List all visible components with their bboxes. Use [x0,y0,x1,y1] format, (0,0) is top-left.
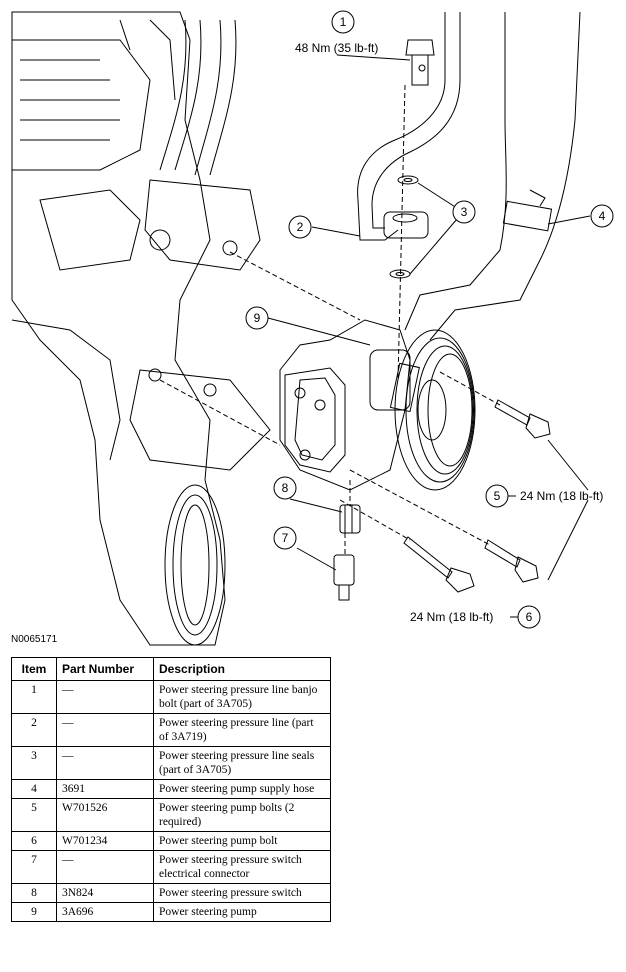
cell-part-number: 3A696 [56,902,154,922]
cell-item: 1 [11,680,57,714]
cell-description: Power steering pressure switch [153,883,331,903]
table-row: 8 3N824 Power steering pressure switch [11,883,331,903]
callout-number: 2 [297,220,304,234]
cell-item: 6 [11,831,57,851]
table-row: 6 W701234 Power steering pump bolt [11,831,331,851]
callout-8: 8 [273,476,297,500]
cell-description: Power steering pressure line seals (part… [153,746,331,780]
table-row: 1 — Power steering pressure line banjo b… [11,680,331,714]
torque-label: 24 Nm (18 lb-ft) [520,489,603,503]
table-row: 7 — Power steering pressure switch elect… [11,850,331,884]
header-part-number: Part Number [56,657,154,681]
mounting-bracket [129,179,271,471]
cell-item: 3 [11,746,57,780]
exploded-view-drawing: 1 48 Nm (35 lb-ft) 2 3 4 5 24 Nm (18 lb-… [11,10,614,646]
cell-part-number: — [56,746,154,780]
switch-connector [333,533,355,601]
callout-number: 8 [282,481,289,495]
callout-number: 6 [526,610,533,624]
cell-part-number: — [56,850,154,884]
callout-1: 1 48 Nm (35 lb-ft) [295,10,378,55]
cell-description: Power steering pump bolt [153,831,331,851]
callout-4: 4 [590,204,614,228]
cell-item: 4 [11,779,57,799]
header-item: Item [11,657,57,681]
cell-item: 8 [11,883,57,903]
cell-part-number: — [56,713,154,747]
callout-9: 9 [245,306,269,330]
table-row: 5 W701526 Power steering pump bolts (2 r… [11,798,331,832]
crank-pulley [164,484,226,646]
table-row: 3 — Power steering pressure line seals (… [11,746,331,780]
cell-item: 9 [11,902,57,922]
callout-number: 3 [461,205,468,219]
callout-number: 9 [254,311,261,325]
pump-bolts [159,251,551,593]
callout-5: 5 24 Nm (18 lb-ft) [485,484,603,508]
callout-number: 1 [340,15,347,29]
figure-id: N0065171 [11,634,58,645]
table-row: 9 3A696 Power steering pump [11,902,331,922]
cell-description: Power steering pump bolts (2 required) [153,798,331,832]
callout-7: 7 [273,526,297,550]
cell-description: Power steering pressure switch electrica… [153,850,331,884]
cell-description: Power steering pressure line banjo bolt … [153,680,331,714]
table-row: 2 — Power steering pressure line (part o… [11,713,331,747]
line-seals [389,175,419,279]
cell-description: Power steering pump supply hose [153,779,331,799]
leader-lines [267,54,591,581]
pump-body [279,319,420,491]
engine-block [11,11,226,646]
banjo-bolt [397,39,435,381]
torque-label: 48 Nm (35 lb-ft) [295,41,378,55]
cell-item: 7 [11,850,57,884]
cell-part-number: W701526 [56,798,154,832]
cell-part-number: 3691 [56,779,154,799]
cell-part-number: — [56,680,154,714]
pressure-line [357,12,461,241]
table-header-row: Item Part Number Description [11,657,331,681]
callout-3: 3 [452,200,476,224]
cell-description: Power steering pressure line (part of 3A… [153,713,331,747]
tubes [159,19,237,176]
supply-hose [404,11,581,341]
pressure-switch [339,480,361,534]
pump-pulley [394,329,476,491]
cell-description: Power steering pump [153,902,331,922]
torque-label: 24 Nm (18 lb-ft) [410,610,493,624]
cell-part-number: 3N824 [56,883,154,903]
callout-6: 6 24 Nm (18 lb-ft) [410,605,541,629]
callout-number: 7 [282,531,289,545]
callout-2: 2 [288,215,312,239]
table-row: 4 3691 Power steering pump supply hose [11,779,331,799]
parts-table: Item Part Number Description 1 — Power s… [11,657,331,922]
cell-item: 5 [11,798,57,832]
cell-part-number: W701234 [56,831,154,851]
callout-number: 4 [599,209,606,223]
header-description: Description [153,657,331,681]
callout-number: 5 [494,489,501,503]
cell-item: 2 [11,713,57,747]
